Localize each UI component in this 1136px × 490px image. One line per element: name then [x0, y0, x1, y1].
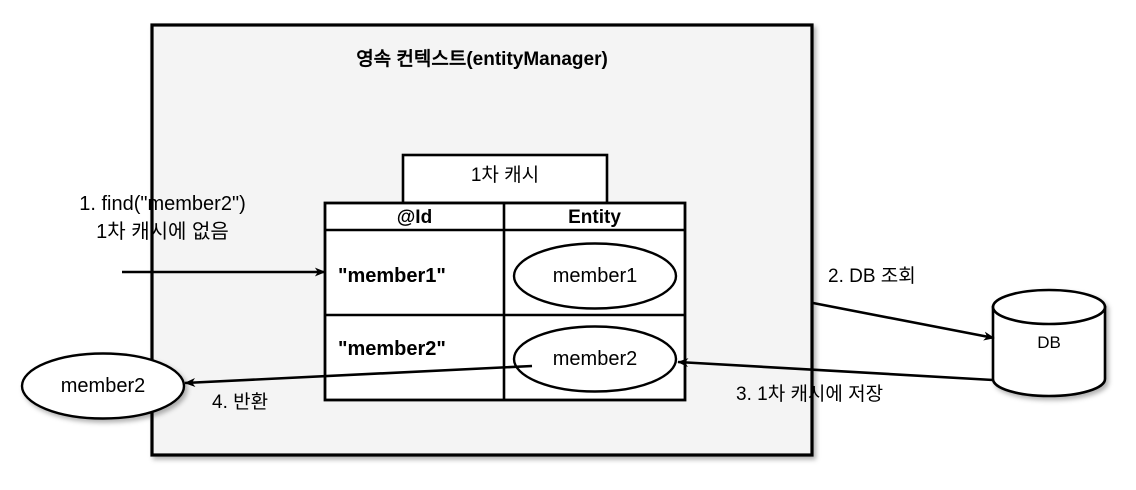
result-ellipse-member2 — [20, 352, 186, 420]
table-row-entity-member1: member1 — [552, 265, 638, 287]
database-label: DB — [1037, 333, 1061, 352]
arrow-step-3 — [677, 358, 994, 382]
step-3-label: 3. 1차 캐시에 저장 — [736, 384, 884, 405]
returned-entity-label: member2 — [60, 375, 146, 397]
entity-ellipse-member2 — [512, 325, 678, 393]
column-header-id: @Id — [396, 207, 433, 228]
column-header-entity: Entity — [568, 207, 621, 228]
arrow-step-4 — [184, 364, 533, 387]
step-1-label-line1: 1. find("member2") — [79, 193, 246, 215]
entity-ellipse-member1 — [512, 242, 678, 310]
table-row-id-member2: "member2" — [338, 338, 446, 360]
step-2-label: 2. DB 조회 — [828, 266, 916, 287]
database-cylinder — [991, 288, 1107, 398]
persistence-context-title: 영속 컨텍스트(entityManager) — [356, 49, 608, 70]
table-row-id-member1: "member1" — [338, 265, 446, 287]
arrow-step-2 — [812, 301, 995, 341]
step-1-label-line2: 1차 캐시에 없음 — [96, 221, 229, 243]
first-level-cache-label: 1차 캐시 — [470, 165, 540, 186]
table-row-entity-member2: member2 — [552, 348, 638, 370]
step-4-label: 4. 반환 — [212, 392, 269, 413]
